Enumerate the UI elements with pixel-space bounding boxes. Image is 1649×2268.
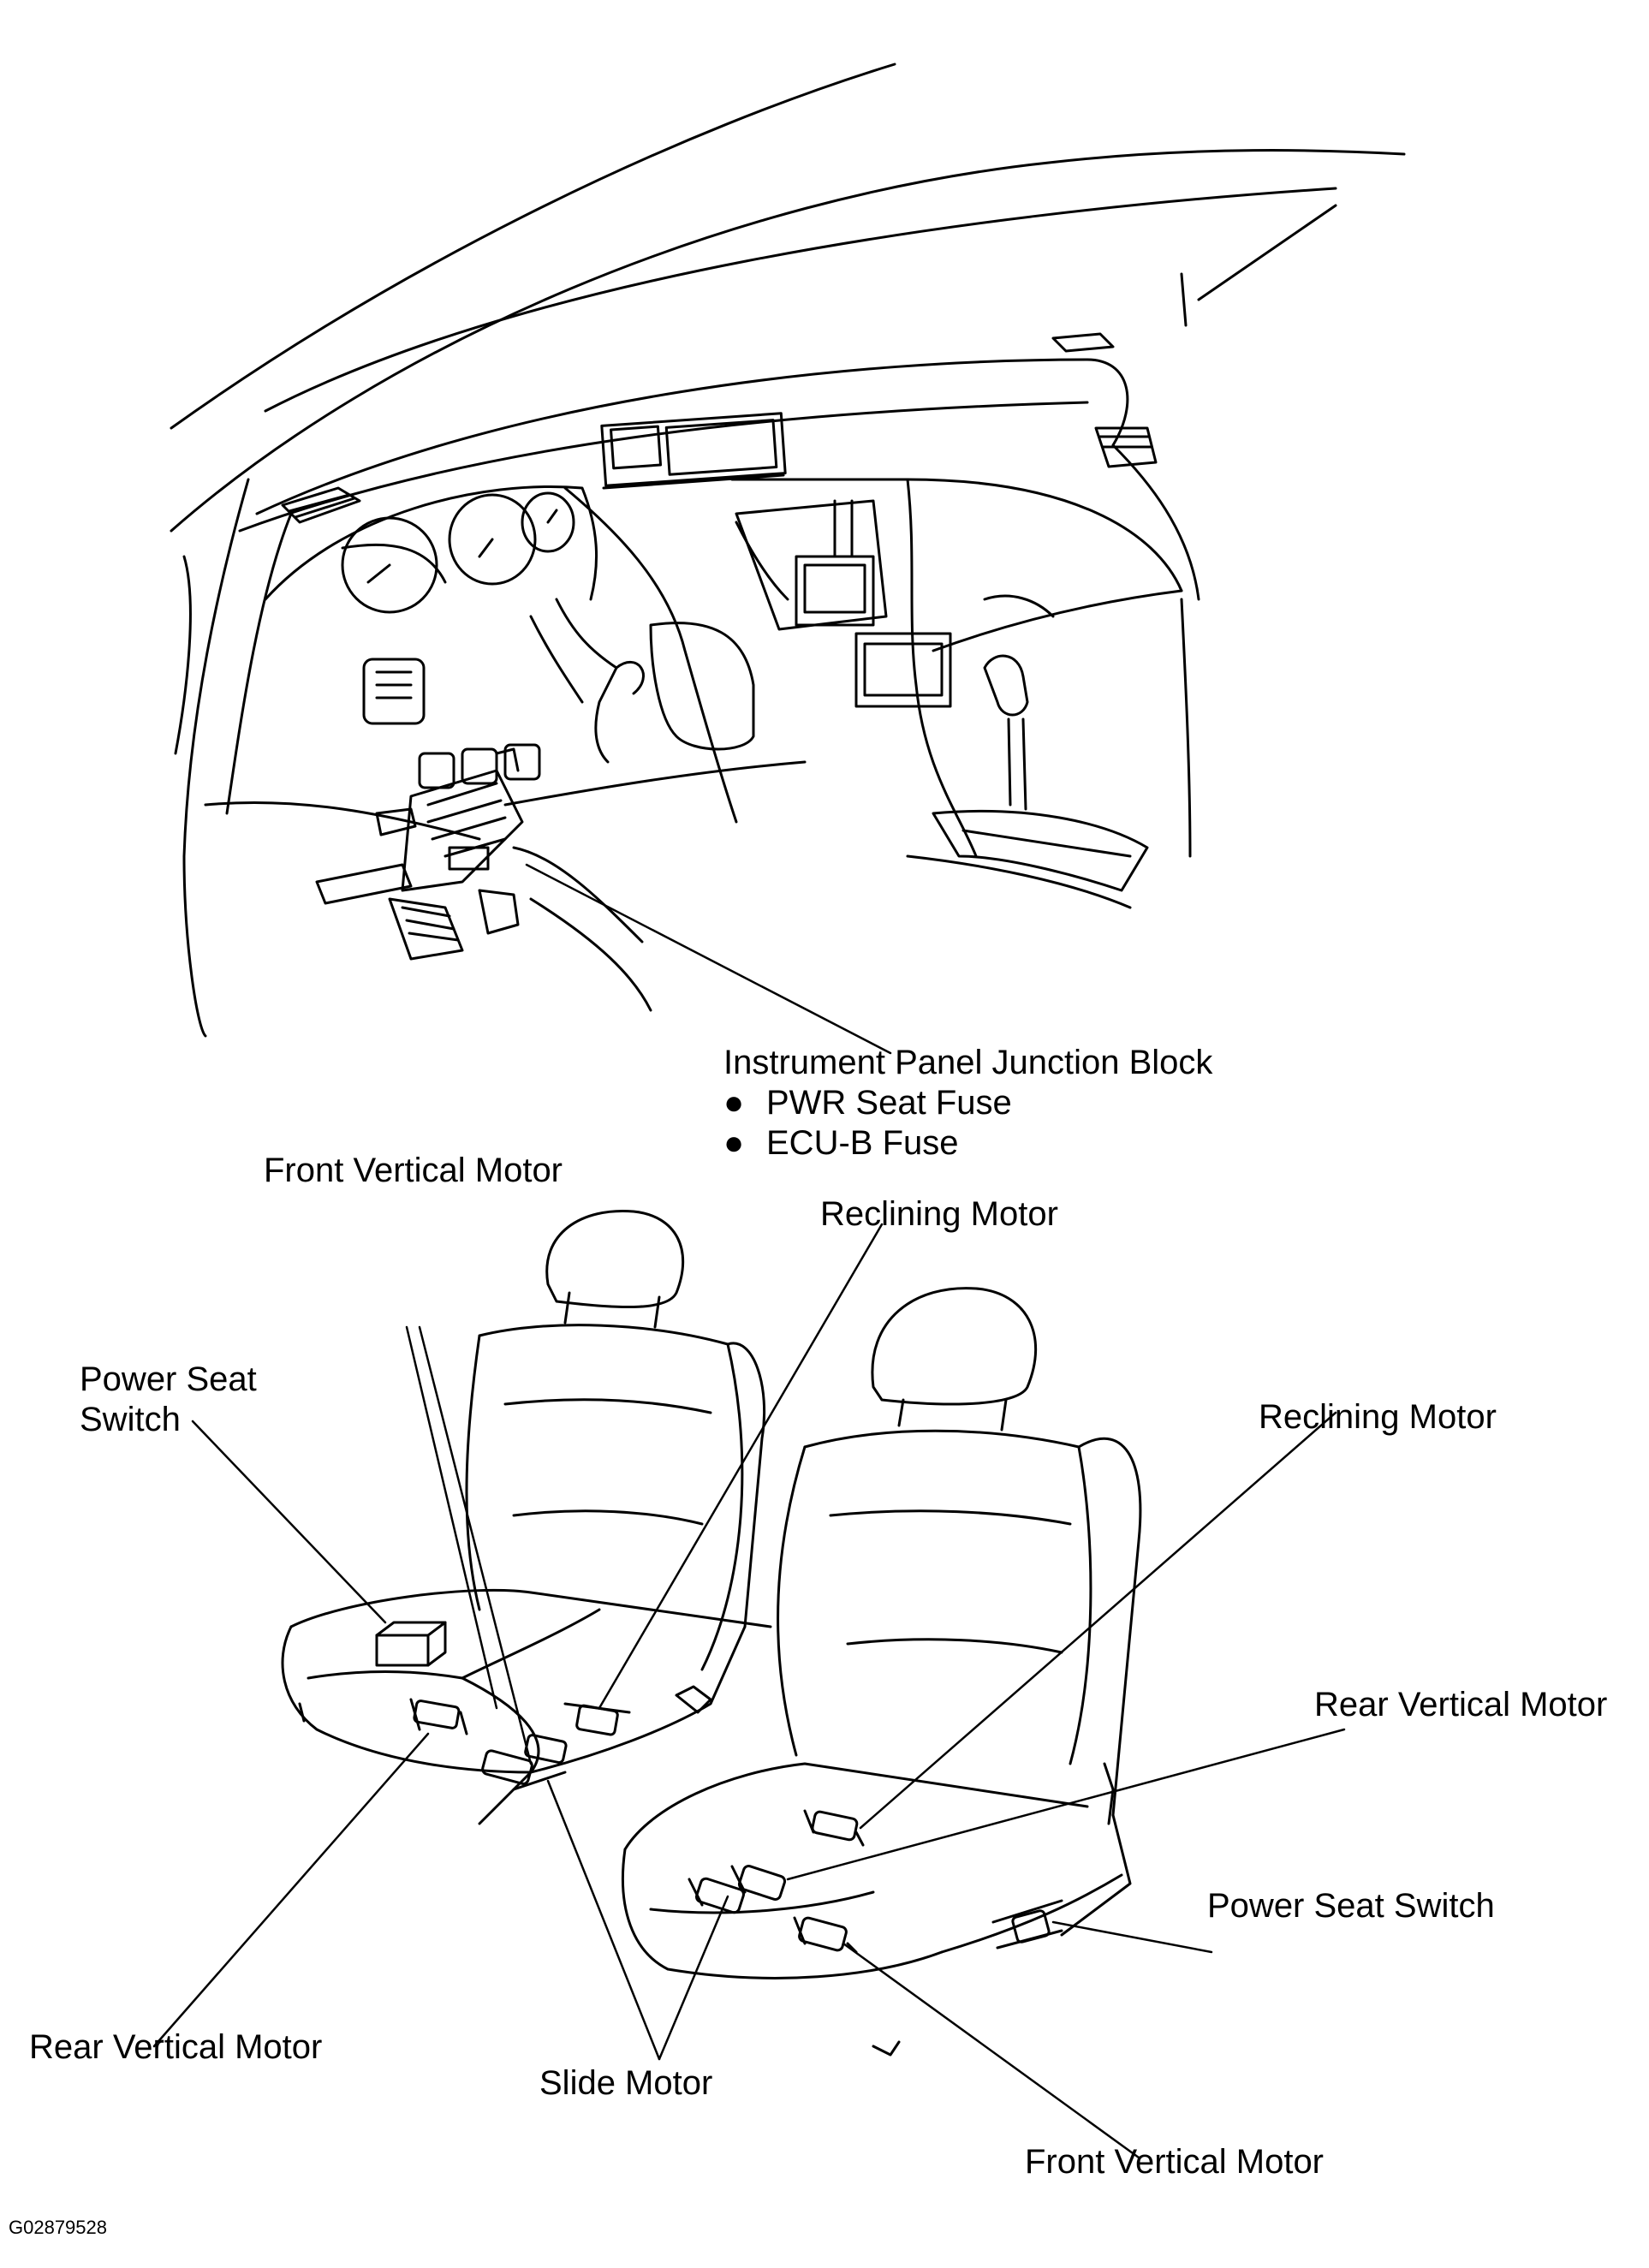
rear-vertical-motor-left-label: Rear Vertical Motor <box>29 2028 323 2066</box>
junction-block-item-pwr-seat-fuse: ●PWR Seat Fuse <box>723 1084 1012 1122</box>
left-rear-vertical-motor <box>409 1698 468 1735</box>
bullet-icon: ● <box>723 1124 745 1162</box>
figure-id: G02879528 <box>9 2217 107 2238</box>
left-slide-motor <box>481 1734 568 1791</box>
power-seat-switch-left-label: Power Seat Switch <box>80 1360 257 1438</box>
vehicle-cabin-illustration <box>170 63 1406 1038</box>
reclining-motor-right-label: Reclining Motor <box>1259 1398 1497 1436</box>
right-power-seat-switch-illustration <box>991 1899 1063 1950</box>
junction-block-item-ecu-b-fuse: ●ECU-B Fuse <box>723 1124 959 1162</box>
left-reclining-motor <box>563 1702 631 1736</box>
junction-block-label: Instrument Panel Junction Block ●PWR Sea… <box>723 1043 1212 1164</box>
right-rear-vertical-motor <box>730 1865 787 1901</box>
power-seat-switch-right-label: Power Seat Switch <box>1207 1887 1495 1925</box>
rear-vertical-motor-right-label: Rear Vertical Motor <box>1314 1686 1608 1723</box>
front-vertical-motor-left-label: Front Vertical Motor <box>264 1152 563 1189</box>
leader-lines <box>152 863 1346 2159</box>
junction-block-title: Instrument Panel Junction Block <box>723 1044 1213 1081</box>
right-reclining-motor <box>803 1809 865 1847</box>
slide-motor-label: Slide Motor <box>539 2064 713 2102</box>
left-seat-illustration <box>281 1209 772 1825</box>
right-slide-motor <box>688 1877 745 1914</box>
junction-block-illustration <box>315 747 524 905</box>
reclining-motor-left-label: Reclining Motor <box>820 1195 1058 1233</box>
right-seat-illustration <box>622 1287 1142 2057</box>
bullet-icon: ● <box>723 1084 745 1122</box>
front-vertical-motor-right-label: Front Vertical Motor <box>1025 2143 1325 2181</box>
